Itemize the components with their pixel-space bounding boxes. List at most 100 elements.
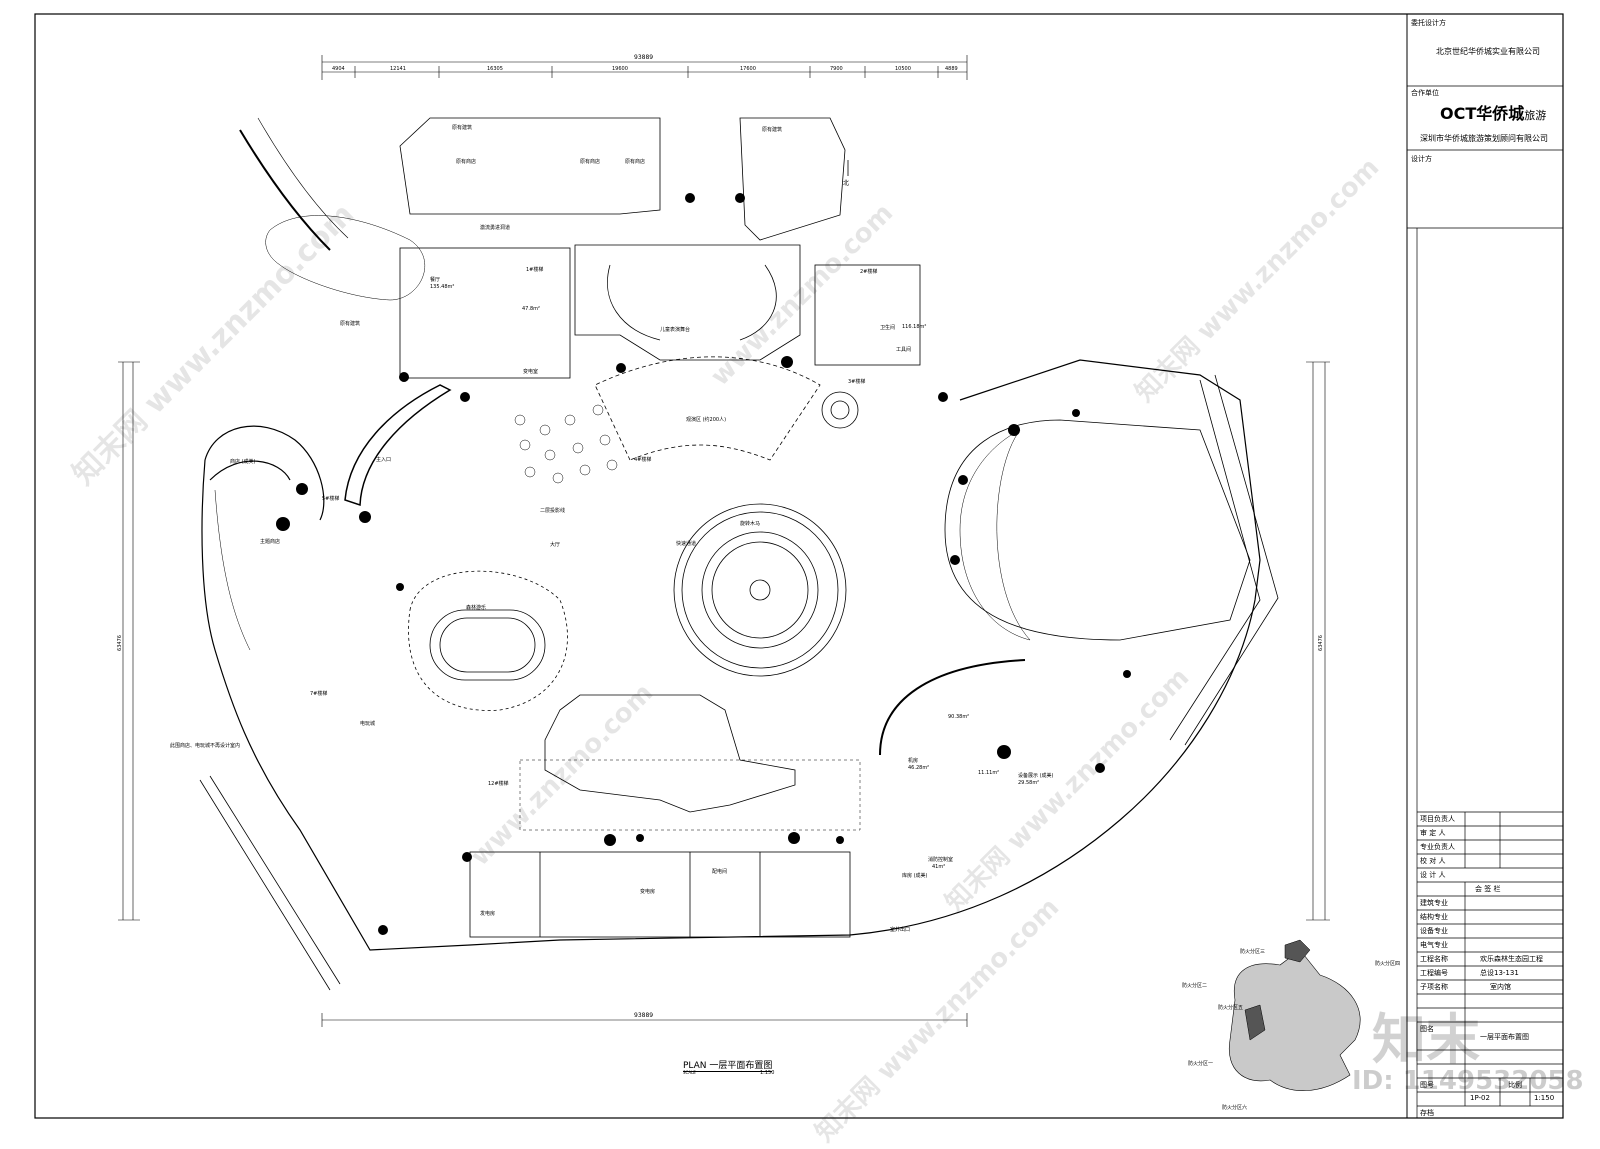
fire-zone-legend: [1228, 939, 1361, 1091]
audience-fan: [594, 356, 821, 461]
central-ride-block: [544, 694, 796, 813]
room-shop-chengmei: 商店 (成美): [230, 459, 256, 465]
zone-2-label: 防火分区二: [1182, 983, 1208, 989]
zone-6-label: 防火分区六: [1222, 1105, 1248, 1111]
room-stair-5: 5#楼梯: [322, 496, 340, 502]
right-total-dim: 63476: [1317, 635, 1324, 651]
project-name: 欢乐森林生态园工程: [1480, 955, 1543, 963]
east-curved-wall: [879, 659, 1026, 756]
sub-name: 室内馆: [1490, 983, 1511, 991]
partner-label: 合作单位: [1411, 89, 1439, 97]
room-transformer: 变电室: [523, 369, 539, 375]
discipline-elec: 电气专业: [1420, 941, 1448, 949]
west-shop-arc: [209, 460, 291, 481]
oct-logo-text: OCT华侨城: [1440, 104, 1525, 123]
room-toilet: 卫生间: [880, 325, 896, 331]
structural-columns: [276, 193, 1131, 935]
room-generator: 发电房: [480, 911, 496, 917]
area-toilet: 116.18m²: [902, 324, 927, 330]
room-existing-building-3: 原有建筑: [340, 321, 361, 327]
drawing-name: 一层平面布置图: [1480, 1033, 1529, 1041]
top-dim-4: 19600: [612, 66, 628, 72]
plan-total-dim-bottom: 93889: [634, 1012, 654, 1019]
role-project-lead: 项目负责人: [1420, 815, 1455, 823]
restaurant-block: [399, 247, 571, 379]
plan-scale-label: SCALE: [683, 1070, 696, 1075]
partner-name: 深圳市华侨城旅游策划顾问有限公司: [1420, 134, 1548, 143]
area-kitchen: 47.8m²: [522, 306, 541, 312]
top-dimension-line: [321, 55, 968, 80]
note-left: 此围商店、电玩城不再设计室内: [170, 743, 241, 749]
room-shop-1: 原有商店: [456, 159, 477, 165]
room-second-floor-line: 二层投影线: [540, 508, 566, 514]
zone-1-label: 防火分区一: [1188, 1061, 1214, 1067]
area-machine: 46.28m²: [908, 765, 930, 771]
area-east-room: 90.38m²: [948, 714, 970, 720]
cafe-tables: [514, 404, 618, 484]
drawing-frame: [34, 13, 1564, 1119]
top-dim-8: 4889: [945, 66, 958, 72]
plan-drawing: [199, 117, 1279, 991]
carousel-outer: [673, 503, 847, 677]
project-name-label: 工程名称: [1420, 955, 1448, 963]
store-label: 存档: [1420, 1109, 1434, 1117]
client-name: 北京世纪华侨城实业有限公司: [1436, 47, 1540, 56]
spiral-stair: [821, 391, 859, 429]
room-rafting: 激流勇进洞道: [480, 225, 511, 231]
room-shop-2: 原有商店: [580, 159, 601, 165]
room-stage: 儿童表演舞台: [660, 327, 691, 333]
top-dim-6: 7900: [830, 66, 843, 72]
oct-logo-suffix: 旅游: [1524, 109, 1547, 122]
plan-title: PLAN 一层平面布置图: [683, 1058, 773, 1072]
scale-value: 1:150: [1534, 1094, 1555, 1102]
stage-block: [574, 244, 801, 361]
role-designer: 设 计 人: [1420, 871, 1446, 879]
area-restaurant: 135.48m²: [430, 284, 455, 290]
oval-zone: [408, 570, 568, 711]
number-label: 图号: [1420, 1081, 1434, 1089]
east-dome: [944, 419, 1251, 641]
top-dim-2: 12141: [390, 66, 406, 72]
room-stair-1: 1#楼梯: [526, 267, 544, 273]
zone-4-label: 防火分区四: [1375, 961, 1401, 967]
entrance-ramp: [344, 384, 452, 507]
room-machine: 机房: [908, 758, 919, 764]
zone-3-label: 防火分区三: [1240, 949, 1266, 955]
role-approver: 审 定 人: [1420, 829, 1446, 837]
discipline-struct: 结构专业: [1420, 913, 1448, 921]
east-diagonal-wall: [1169, 379, 1261, 741]
project-no: 总设13-131: [1480, 969, 1519, 977]
top-dim-5: 17600: [740, 66, 756, 72]
area-fire-control: 41m²: [932, 864, 946, 870]
drawing-number: 1P-02: [1470, 1094, 1490, 1102]
room-stair-7: 7#楼梯: [310, 691, 328, 697]
top-dim-7: 10500: [895, 66, 911, 72]
watermark-id: ID: 1149532058: [1352, 1066, 1584, 1096]
toilet-block: [814, 264, 921, 366]
discipline-arch: 建筑专业: [1420, 899, 1448, 907]
room-storage: 库房 (成美): [902, 873, 928, 879]
stage-round: [607, 264, 777, 341]
room-forest-play: 森林游乐: [466, 605, 487, 611]
room-theme-shop: 主题商店: [260, 539, 281, 545]
room-shop-3: 原有商店: [625, 159, 646, 165]
zone-legend-shape: [1228, 949, 1361, 1091]
room-existing-building-2: 原有建筑: [762, 127, 783, 133]
sign-label: 会 签 栏: [1475, 885, 1501, 893]
room-stair-3: 3#楼梯: [848, 379, 866, 385]
north-label: 北: [843, 180, 850, 187]
room-stair-4: 4#楼梯: [634, 457, 652, 463]
sub-label: 子项名称: [1420, 983, 1448, 991]
room-restaurant: 餐厅: [430, 277, 441, 283]
carousel-center: [749, 579, 771, 601]
existing-building-east: [739, 117, 846, 241]
area-equipment: 29.58m²: [1018, 780, 1040, 786]
plan-total-dim-top: 93889: [634, 54, 654, 61]
room-existing-building-1: 原有建筑: [452, 125, 473, 131]
oval-ride: [429, 609, 546, 681]
room-distribution: 配电间: [712, 869, 728, 875]
discipline-mep: 设备专业: [1420, 927, 1448, 935]
bottom-dimension-line: [321, 1013, 968, 1027]
room-stair-12: 12#楼梯: [488, 781, 509, 787]
